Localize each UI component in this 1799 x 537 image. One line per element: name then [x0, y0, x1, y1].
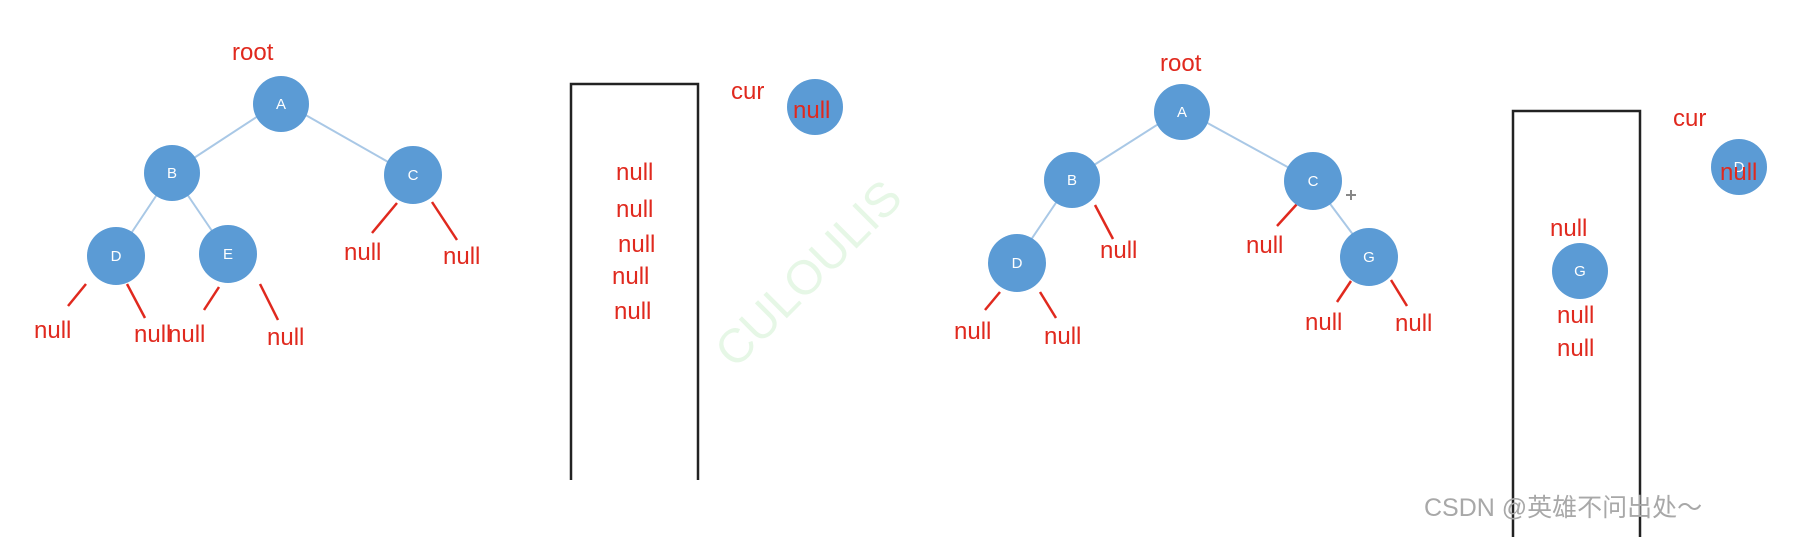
null-line [371, 202, 398, 234]
null-line [125, 283, 147, 319]
null-line [1038, 291, 1058, 319]
null-line [1276, 203, 1298, 227]
svg-text:D: D [1012, 255, 1023, 272]
null-line [202, 286, 221, 311]
right-stack: null G null null [1511, 109, 1642, 537]
null-line [67, 283, 87, 307]
null-label: null [134, 321, 171, 348]
stack-item: null [618, 231, 655, 258]
right-cur: cur D null [1673, 105, 1767, 195]
stack-item: null [1550, 215, 1587, 242]
stack-item: null [1557, 302, 1594, 329]
null-label: null [1044, 323, 1081, 350]
null-line [430, 201, 459, 241]
csdn-watermark: CSDN @英雄不问出处～ [1424, 494, 1702, 522]
tree-node-d: D [87, 227, 145, 285]
left-stack: null null null null null [569, 82, 700, 480]
null-label: null [954, 318, 991, 345]
svg-text:D: D [111, 248, 122, 265]
null-line [984, 291, 1001, 311]
tree-node-a: A [1154, 84, 1210, 140]
left-tree: A B C D E root null null null null null … [34, 39, 480, 351]
null-label: null [344, 239, 381, 266]
stack-node-g: G [1552, 243, 1608, 299]
cur-label: cur [1673, 105, 1706, 132]
null-label: null [34, 317, 71, 344]
tree-node-d: D [988, 234, 1046, 292]
stack-item: null [612, 263, 649, 290]
null-line [1335, 280, 1353, 303]
svg-text:G: G [1363, 249, 1375, 266]
cur-value: null [1720, 159, 1757, 186]
null-line [258, 283, 280, 321]
svg-text:A: A [1177, 104, 1187, 121]
null-label: null [168, 321, 205, 348]
svg-text:C: C [408, 167, 419, 184]
null-label: null [1246, 232, 1283, 259]
null-label: null [443, 243, 480, 270]
tree-node-g: G [1340, 228, 1398, 286]
tree-node-e: E [199, 225, 257, 283]
cur-label: cur [731, 78, 764, 105]
stack-item: null [616, 159, 653, 186]
left-cur: cur null [731, 78, 843, 135]
svg-text:B: B [167, 165, 177, 182]
null-label: null [1395, 310, 1432, 337]
null-line [1389, 279, 1409, 307]
null-label: null [1100, 237, 1137, 264]
svg-text:A: A [276, 96, 286, 113]
tree-node-c: C [384, 146, 442, 204]
cur-node [787, 79, 843, 135]
faint-watermark: CULOULIS [705, 171, 912, 378]
root-label: root [232, 39, 274, 66]
null-label: null [267, 324, 304, 351]
null-line [1093, 204, 1115, 240]
right-tree: A B C D G root null null null null null [954, 50, 1432, 350]
tree-node-b: B [1044, 152, 1100, 208]
cur-node-label: D [1734, 159, 1745, 176]
null-label: null [1305, 309, 1342, 336]
stack-item: null [616, 196, 653, 223]
tree-node-b: B [144, 145, 200, 201]
svg-text:G: G [1574, 263, 1586, 280]
cur-value: null [793, 97, 830, 124]
svg-text:C: C [1308, 173, 1319, 190]
crosshair-icon [1346, 190, 1356, 200]
cur-node [1711, 139, 1767, 195]
svg-text:E: E [223, 246, 233, 263]
stack-item: null [614, 298, 651, 325]
tree-node-a: A [253, 76, 309, 132]
root-label: root [1160, 50, 1202, 77]
stack-item: null [1557, 335, 1594, 362]
tree-node-c: C [1284, 152, 1342, 210]
svg-text:B: B [1067, 172, 1077, 189]
